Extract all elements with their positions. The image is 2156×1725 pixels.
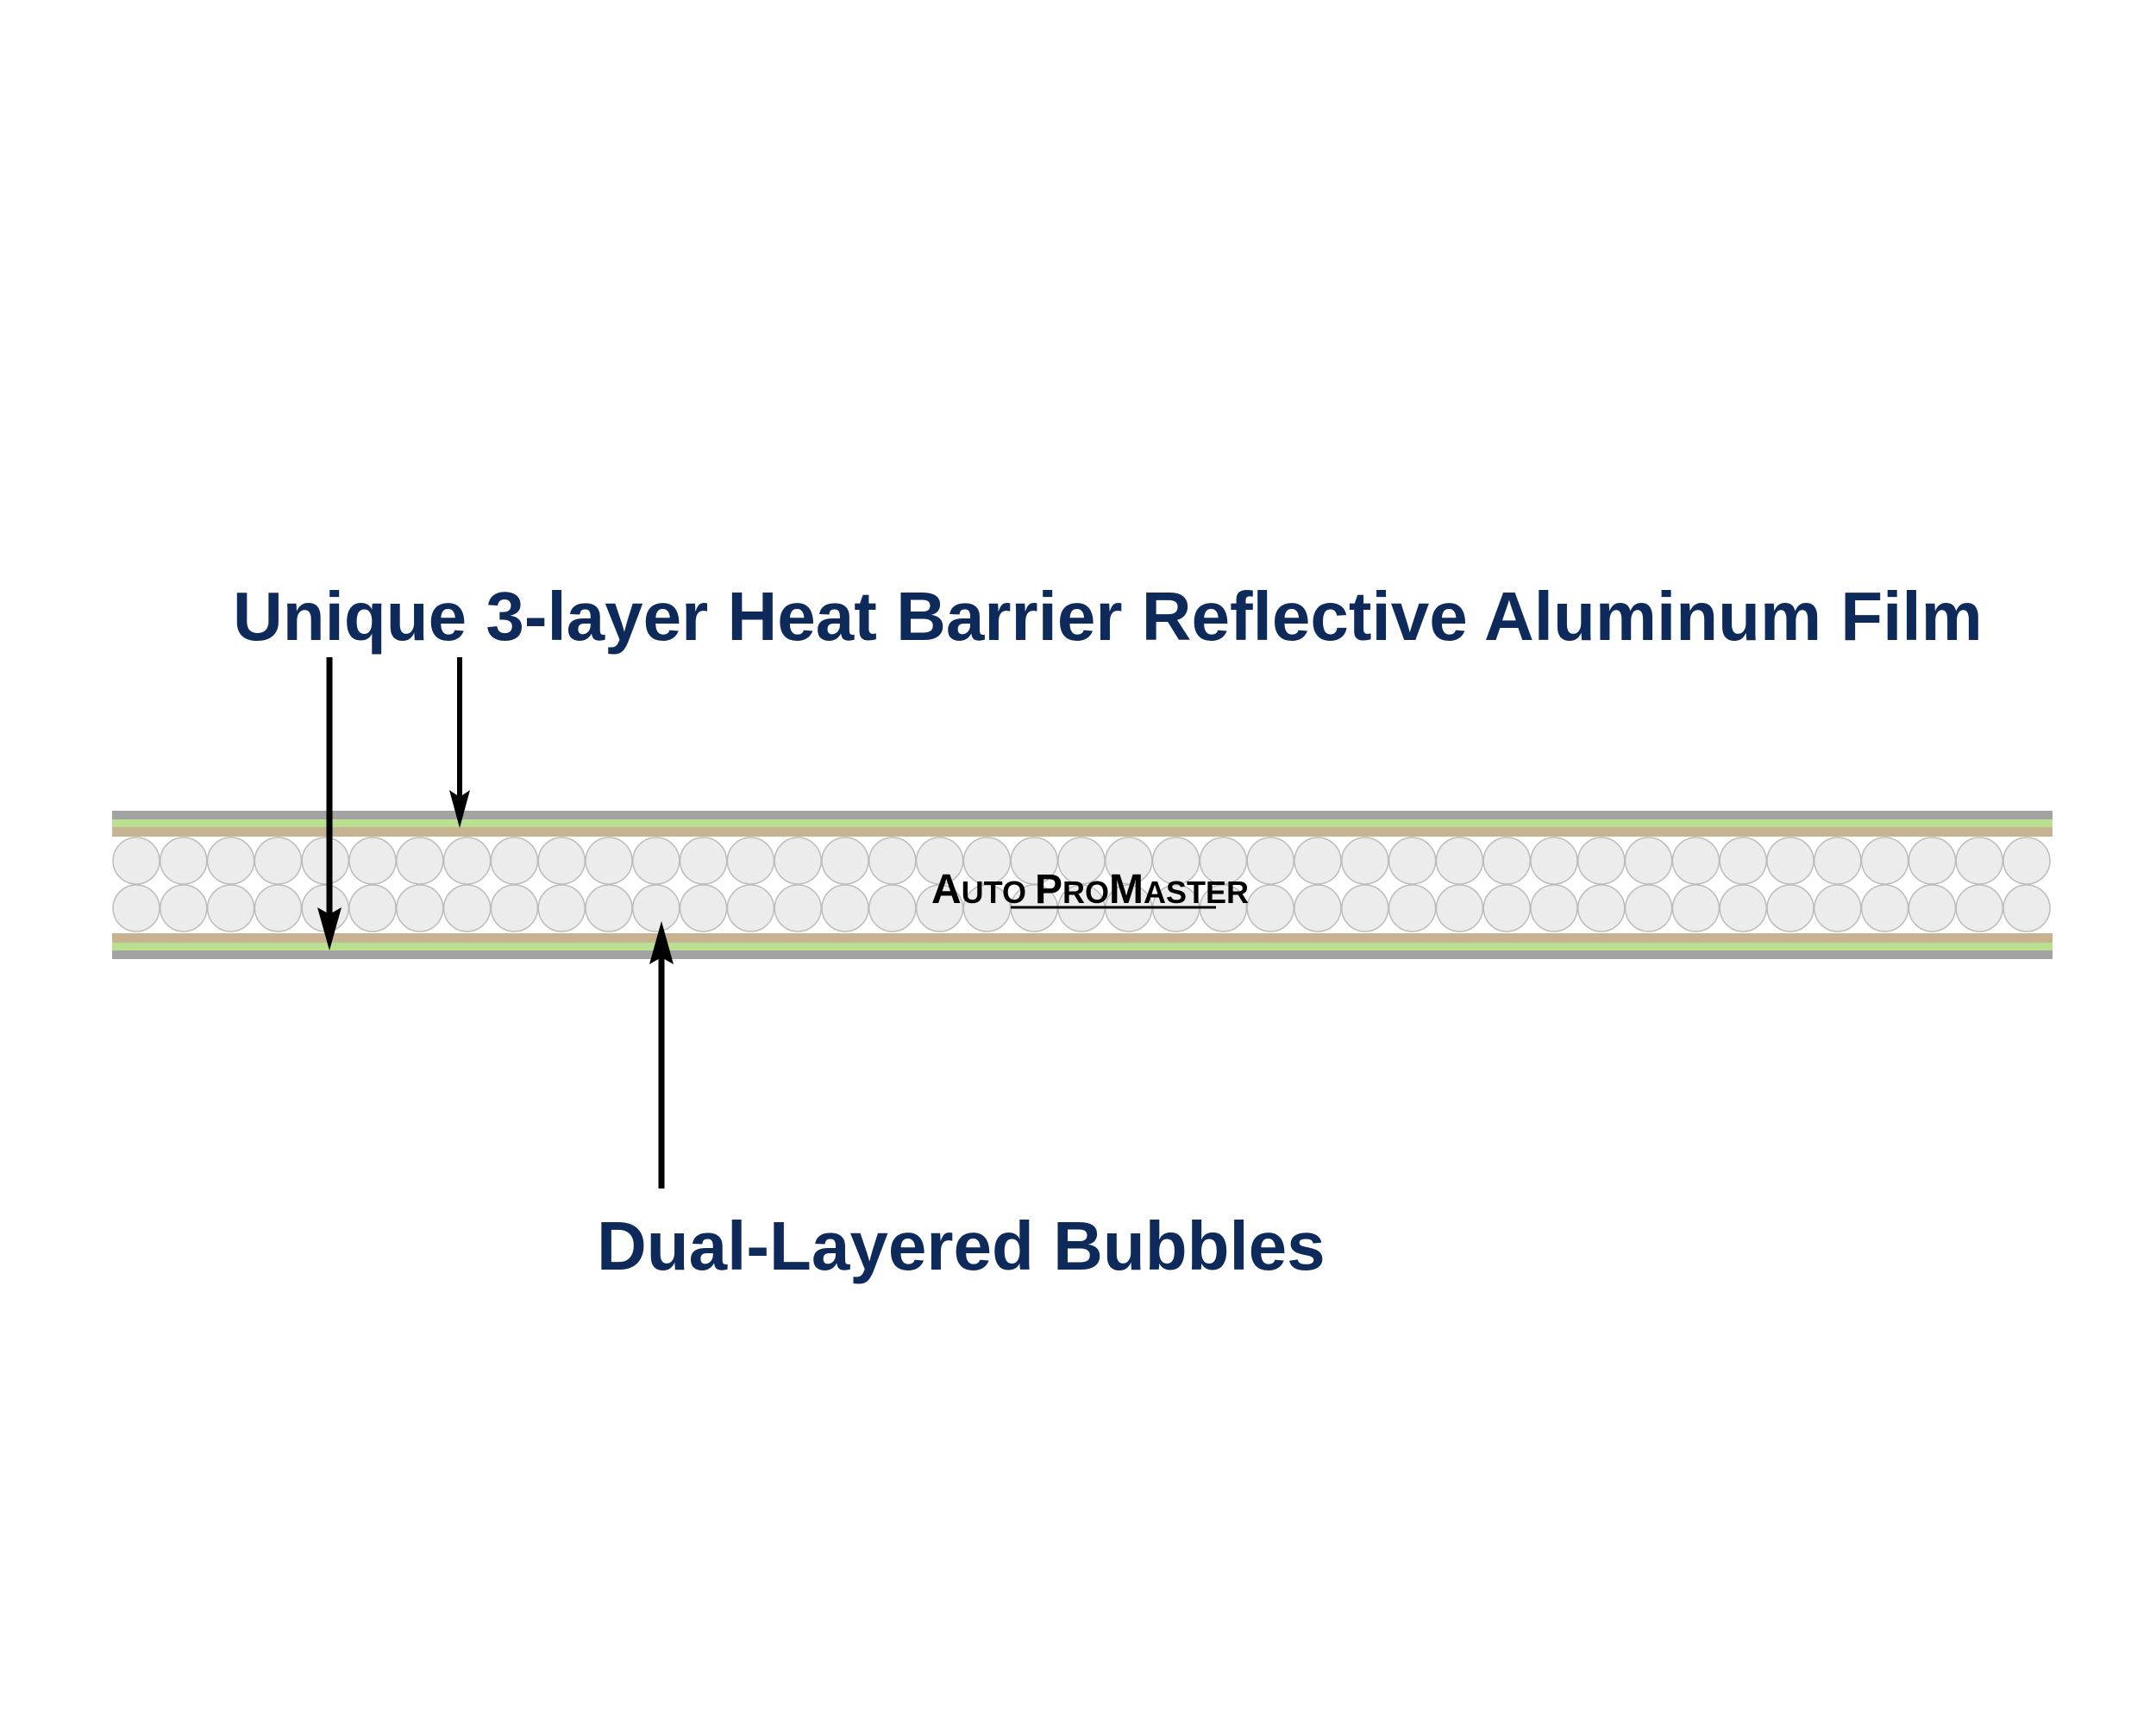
bubble [1151,837,1200,885]
bubble [1482,884,1531,932]
bubble [1955,837,2003,885]
bubble [915,884,964,932]
bubble [537,884,586,932]
bubble [1671,884,1720,932]
svg-text:AUTO PROMASTER: AUTO PROMASTER [931,867,1249,913]
bottom-film-green-band [112,943,2053,950]
bubble [1719,837,1767,885]
bubble [1435,837,1484,885]
bubble [868,837,917,885]
bubble [1057,837,1106,885]
bubble [1341,884,1389,932]
bubble [821,884,869,932]
bubble [585,837,633,885]
bubble [585,884,633,932]
bubble [1388,884,1437,932]
bubble [774,884,822,932]
film-label: Unique 3-layer Heat Barrier Reflective A… [233,578,1983,655]
bubble [1908,884,1957,932]
bubble [632,837,680,885]
bubble [442,884,492,932]
bubble [1577,884,1626,932]
bubble [1010,837,1058,885]
bubble [490,837,539,885]
bubble [1577,837,1626,885]
bubble [537,837,586,885]
bubble [1860,837,1909,885]
bubble [206,884,255,932]
bubble [1482,837,1531,885]
bubble [2002,884,2051,932]
bubble [1388,837,1437,885]
bubbles-arrow-head [649,921,674,964]
bubble [962,837,1012,885]
bubble [1860,884,1909,932]
bubble [490,884,539,932]
bubble [442,837,492,885]
bubble [1624,837,1673,885]
film-arrow-top-head [449,790,470,828]
bubble [1294,884,1342,932]
bubble [348,837,397,885]
top-film-tan-band [112,827,2053,837]
bubble [1671,837,1720,885]
bubble [1766,837,1814,885]
bottom-film-tan-band [112,933,2053,943]
bubble [821,837,869,885]
bubble [679,837,728,885]
bubble [160,884,208,932]
bubble [254,884,303,932]
bubble [1530,837,1578,885]
bubble [1246,884,1294,932]
bubble [1719,884,1767,932]
bubble [160,837,208,885]
bubble [1624,884,1673,932]
bubble [1435,884,1484,932]
bubbles-label: Dual-Layered Bubbles [597,1208,1326,1284]
bubble [254,837,303,885]
bubble [206,837,255,885]
bubble [1341,837,1389,885]
bubble [348,884,397,932]
top-film-green-band [112,819,2053,827]
bubble [396,884,444,932]
bubble [301,837,349,885]
bubble [112,837,160,885]
bubble [1105,837,1153,885]
bubble [868,884,917,932]
bubble [396,837,444,885]
callout-arrows [317,657,674,1189]
bubble [1908,837,1957,885]
bubble [915,837,964,885]
top-film-gray-band [112,811,2053,819]
bottom-film-gray-band [112,950,2053,959]
bubble [632,884,680,932]
bubble [1294,837,1342,885]
bubble [112,884,160,932]
bubble-layer [112,837,2051,932]
bubble [1955,884,2003,932]
bubble [774,837,822,885]
film-arrow-bottom-head [317,907,342,950]
bubble [1199,837,1248,885]
bubble [1246,837,1294,885]
bubble [1814,884,1862,932]
bubble [962,884,1012,932]
bubble [2002,837,2051,885]
bubble [1766,884,1814,932]
bubble [1530,884,1578,932]
bubble [726,884,775,932]
bubble [679,884,728,932]
bubble [1814,837,1862,885]
auto-promaster-logo: AUTO PROMASTER [931,867,1249,913]
film-layers [112,811,2053,959]
bubble [726,837,775,885]
